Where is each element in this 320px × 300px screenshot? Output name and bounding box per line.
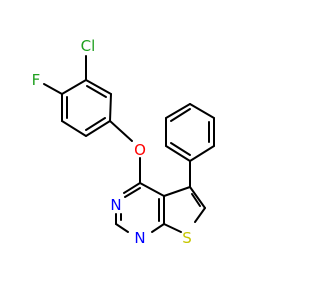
bond-inner [170, 108, 191, 122]
bond [165, 103, 191, 119]
pyrimidine-ring [115, 182, 165, 233]
bond-inner [85, 117, 106, 131]
bond [163, 223, 182, 233]
atom-label-s: S [182, 229, 192, 247]
atom-label-o: O [134, 141, 146, 159]
bond [194, 207, 206, 223]
bond-inner [124, 187, 141, 198]
bond-inner [170, 142, 191, 156]
bond [123, 182, 141, 194]
bond [189, 186, 206, 209]
bond [85, 120, 111, 137]
atom-label-cl: Cl [81, 37, 96, 55]
thiophene-ring [163, 186, 206, 233]
atom-label-n-upper: N [110, 196, 121, 214]
bond [151, 223, 165, 233]
bond [163, 186, 191, 197]
bond-c-f [43, 83, 63, 95]
molecule-structure: Cl F O N N S [32, 37, 215, 247]
bond [85, 79, 112, 95]
atom-label-f: F [32, 71, 41, 89]
bond-c-o [109, 120, 133, 142]
bond [189, 145, 215, 162]
bond [165, 145, 191, 162]
chlorofluorophenyl-ring [61, 79, 112, 137]
bond [109, 93, 112, 122]
bond [189, 103, 215, 119]
bond-inner [191, 193, 201, 207]
atom-label-n-lower: N [134, 229, 145, 247]
molecule-canvas: Cl F O N N S [31, 37, 215, 247]
bond [61, 79, 87, 95]
bond [115, 223, 129, 233]
bond [139, 182, 165, 197]
phenyl-ring [165, 103, 215, 162]
bond-inner [86, 85, 107, 98]
bond [61, 120, 87, 137]
